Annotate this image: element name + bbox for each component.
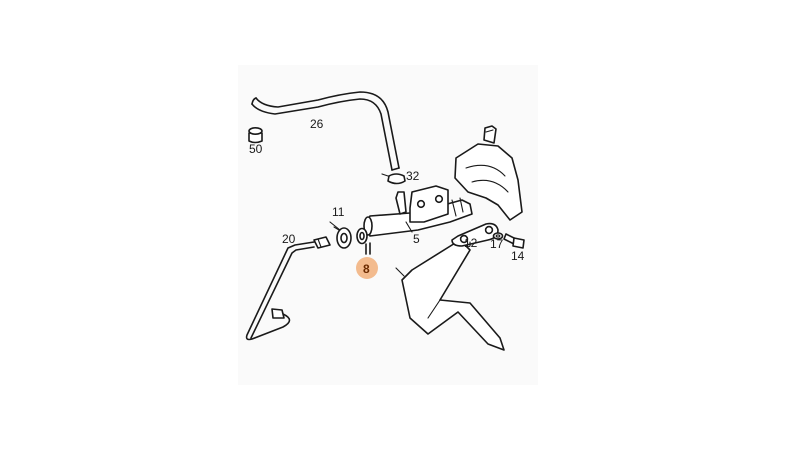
part-20-hydraulic-line[interactable]: [245, 236, 331, 341]
part-32-clamp[interactable]: [381, 173, 406, 185]
callout-17[interactable]: 17: [490, 237, 504, 251]
callout-11[interactable]: 11: [332, 205, 345, 219]
callout-12[interactable]: 12: [464, 236, 478, 250]
callout-5[interactable]: 5: [413, 232, 420, 246]
callout-20[interactable]: 20: [282, 232, 296, 246]
part-5-master-cylinder[interactable]: [363, 185, 473, 237]
callout-26[interactable]: 26: [310, 117, 324, 131]
clutch-pedal-assembly[interactable]: [395, 125, 523, 351]
part-26-hose[interactable]: [251, 91, 400, 171]
part-14-bolt[interactable]: [503, 233, 525, 249]
callout-8[interactable]: 8: [363, 262, 370, 276]
callout-14[interactable]: 14: [511, 249, 525, 263]
part-50-cap[interactable]: [248, 127, 263, 144]
part-17-washer[interactable]: [492, 232, 504, 240]
callout-50[interactable]: 50: [249, 142, 263, 156]
callout-32[interactable]: 32: [406, 169, 420, 183]
part-11-seal[interactable]: [333, 226, 352, 249]
leader-lines: [329, 221, 471, 247]
selected-callout-highlight: [356, 257, 378, 279]
part-8-seal[interactable]: [356, 227, 371, 255]
